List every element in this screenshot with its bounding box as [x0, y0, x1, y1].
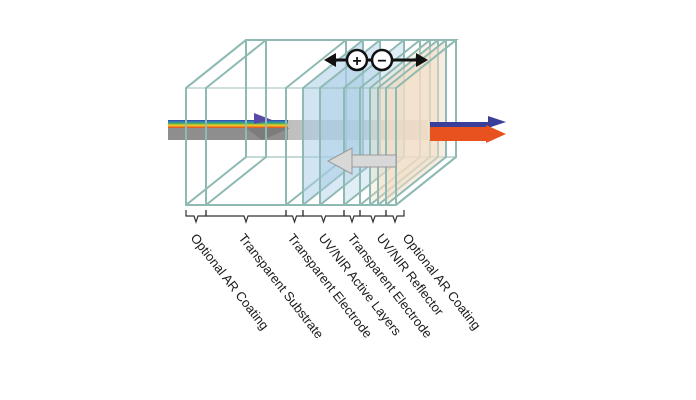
left-arrow-icon	[324, 53, 336, 67]
voltage-control: + −	[324, 48, 428, 72]
minus-symbol: −	[377, 53, 386, 70]
bracket-4	[302, 210, 345, 224]
layer-brackets	[185, 210, 405, 224]
plus-symbol: +	[352, 53, 361, 70]
minus-icon	[370, 48, 394, 72]
bracket-3	[285, 210, 304, 224]
bracket-5	[343, 210, 361, 224]
layer-pane-1	[185, 39, 247, 206]
bracket-6	[359, 210, 387, 224]
reflected-light-arrow	[326, 147, 397, 175]
transmitted-light-beam	[430, 116, 506, 143]
outgoing-arrow-head	[486, 125, 506, 143]
bracket-2	[205, 210, 287, 224]
outgoing-arrow-body	[430, 127, 488, 141]
plus-icon	[345, 48, 369, 72]
layer-pane-2	[205, 39, 267, 206]
bracket-1	[185, 210, 207, 224]
bracket-7	[385, 210, 405, 224]
layer-label-2: Transparent Substrate	[236, 231, 327, 342]
right-arrow-icon	[416, 53, 428, 67]
